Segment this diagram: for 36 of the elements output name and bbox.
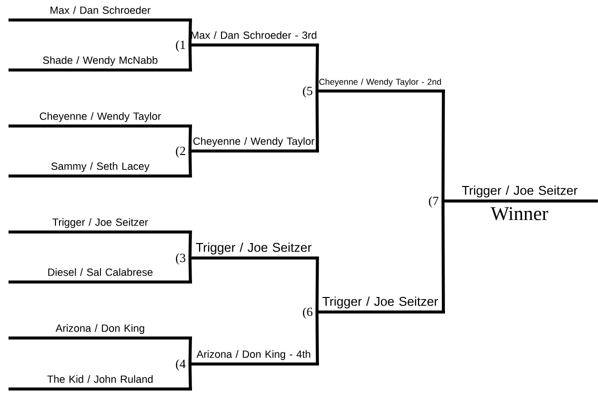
bracket-line xyxy=(316,90,319,152)
bracket-slot: Max / Dan Schroeder xyxy=(8,6,192,22)
bracket-slot: Cheyenne / Wendy Taylor xyxy=(8,112,192,128)
bracket-slot: Sammy / Seth Lacey xyxy=(8,162,192,178)
bracket-slot: Arizona / Don King xyxy=(8,324,192,340)
bracket-line xyxy=(316,310,319,366)
bracket-line xyxy=(442,90,445,202)
bracket-line xyxy=(316,256,319,314)
bracket-line xyxy=(188,362,192,390)
match-number: (2 xyxy=(176,146,186,158)
bracket-line xyxy=(316,44,319,92)
match-number: (1 xyxy=(176,40,186,52)
match-number: (7 xyxy=(428,196,438,208)
bracket-line xyxy=(188,124,192,152)
winner-label: Winner xyxy=(490,207,548,220)
bracket-line xyxy=(188,256,192,284)
bracket-slot: The Kid / John Ruland xyxy=(8,375,192,390)
bracket-slot: Trigger / Joe Seitzer xyxy=(442,186,598,202)
match-number: (3 xyxy=(176,253,186,265)
match-number: (5 xyxy=(302,86,312,98)
bracket-line xyxy=(188,336,192,366)
match-number: (4 xyxy=(176,359,186,371)
bracket-line xyxy=(188,18,192,46)
bracket-slot: Trigger / Joe Seitzer xyxy=(316,296,445,314)
bracket-slot: Trigger / Joe Seitzer xyxy=(188,242,319,260)
bracket-slot: Diesel / Sal Calabrese xyxy=(8,268,192,284)
bracket-line xyxy=(188,230,192,260)
bracket-slot: Arizona / Don King - 4th xyxy=(188,350,319,366)
bracket-line xyxy=(188,150,192,178)
match-number: (6 xyxy=(302,307,312,319)
bracket-line xyxy=(442,200,445,314)
bracket-slot: Shade / Wendy McNabb xyxy=(8,56,192,72)
bracket-slot: Trigger / Joe Seitzer xyxy=(8,218,192,234)
bracket-line xyxy=(188,44,192,72)
bracket-slot: Cheyenne / Wendy Taylor - 2nd xyxy=(316,78,445,92)
bracket-slot: Cheyenne / Wendy Taylor xyxy=(188,137,319,152)
